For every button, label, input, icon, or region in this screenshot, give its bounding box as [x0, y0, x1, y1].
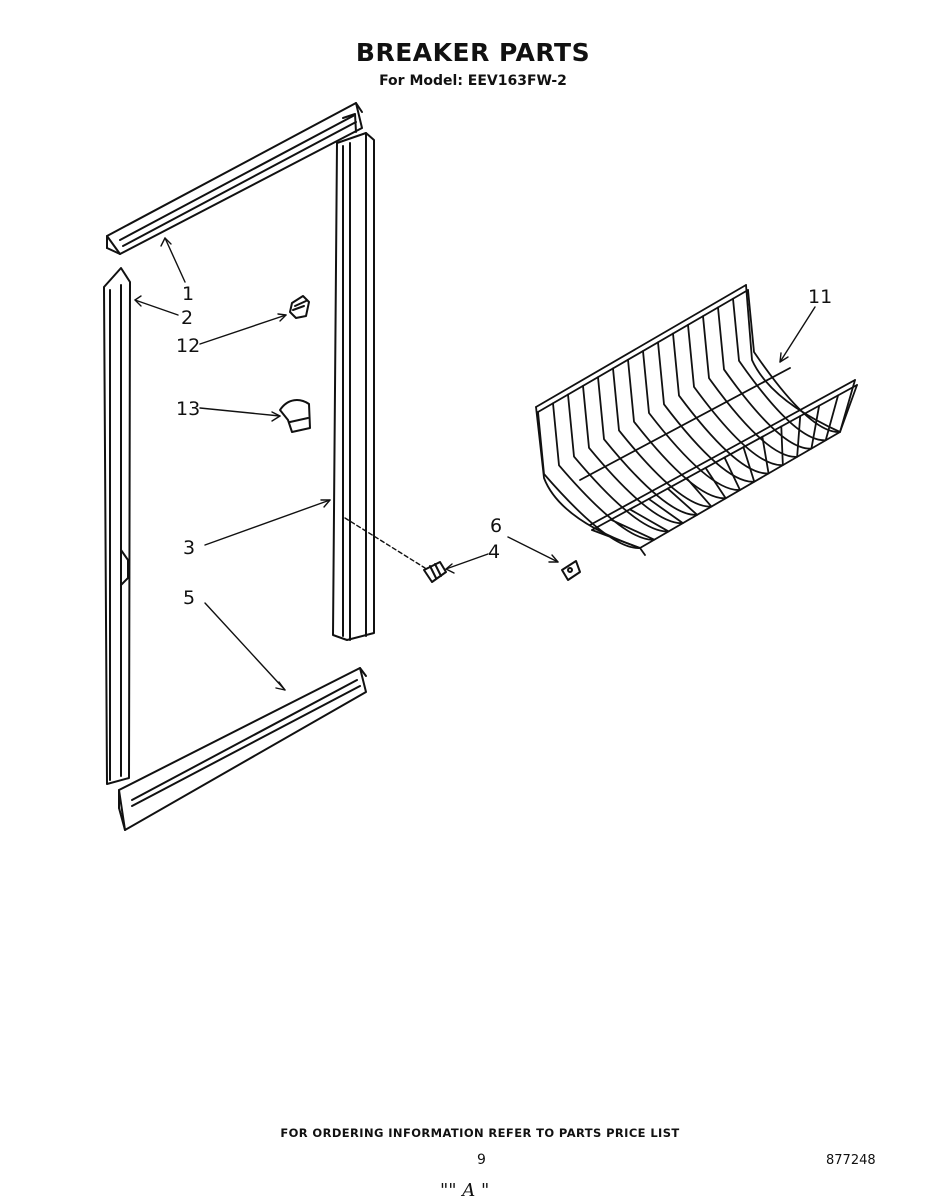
part-right-vertical-breaker — [332, 113, 375, 641]
page-number: 9 — [477, 1152, 486, 1168]
callout-2: 2 — [181, 307, 193, 329]
basket-wire — [537, 411, 641, 549]
basket-wire — [702, 315, 802, 458]
callout-12: 12 — [176, 335, 200, 357]
basket-wire — [597, 376, 699, 516]
part-stop-block-6 — [561, 560, 581, 581]
part-top-breaker-strip — [106, 102, 363, 255]
leader-lines — [134, 237, 816, 691]
callout-6: 6 — [490, 515, 502, 537]
part-wire-basket-11 — [535, 284, 858, 556]
callout-13: 13 — [176, 398, 200, 420]
part-left-vertical-breaker — [103, 267, 131, 785]
part-bottom-breaker-strip — [118, 667, 367, 831]
basket-wire — [747, 289, 858, 433]
basket-wire — [717, 306, 821, 450]
callout-1: 1 — [182, 283, 194, 305]
document-number: 877248 — [826, 1153, 876, 1168]
basket-wire — [687, 323, 784, 467]
basket-wire — [732, 297, 839, 442]
callout-4: 4 — [488, 541, 500, 563]
callout-5: 5 — [183, 587, 195, 609]
basket-wire — [567, 393, 670, 533]
ordering-note: FOR ORDERING INFORMATION REFER TO PARTS … — [280, 1126, 680, 1140]
part-clip-13 — [279, 399, 311, 433]
basket-wire — [672, 332, 770, 475]
basket-wire — [627, 358, 727, 500]
basket-wire — [612, 367, 713, 508]
page-title: BREAKER PARTS — [355, 38, 591, 67]
basket-wire — [582, 384, 684, 525]
basket-wire — [552, 402, 656, 541]
handwritten-mark: "" A " — [440, 1180, 490, 1201]
basket-wire — [657, 341, 756, 483]
model-subtitle: For Model: EEV163FW-2 — [379, 73, 567, 89]
callout-11: 11 — [808, 286, 832, 308]
basket-wire — [642, 350, 741, 491]
callout-3: 3 — [183, 537, 195, 559]
part-screw-4 — [423, 561, 447, 583]
part-clip-12 — [289, 295, 310, 319]
